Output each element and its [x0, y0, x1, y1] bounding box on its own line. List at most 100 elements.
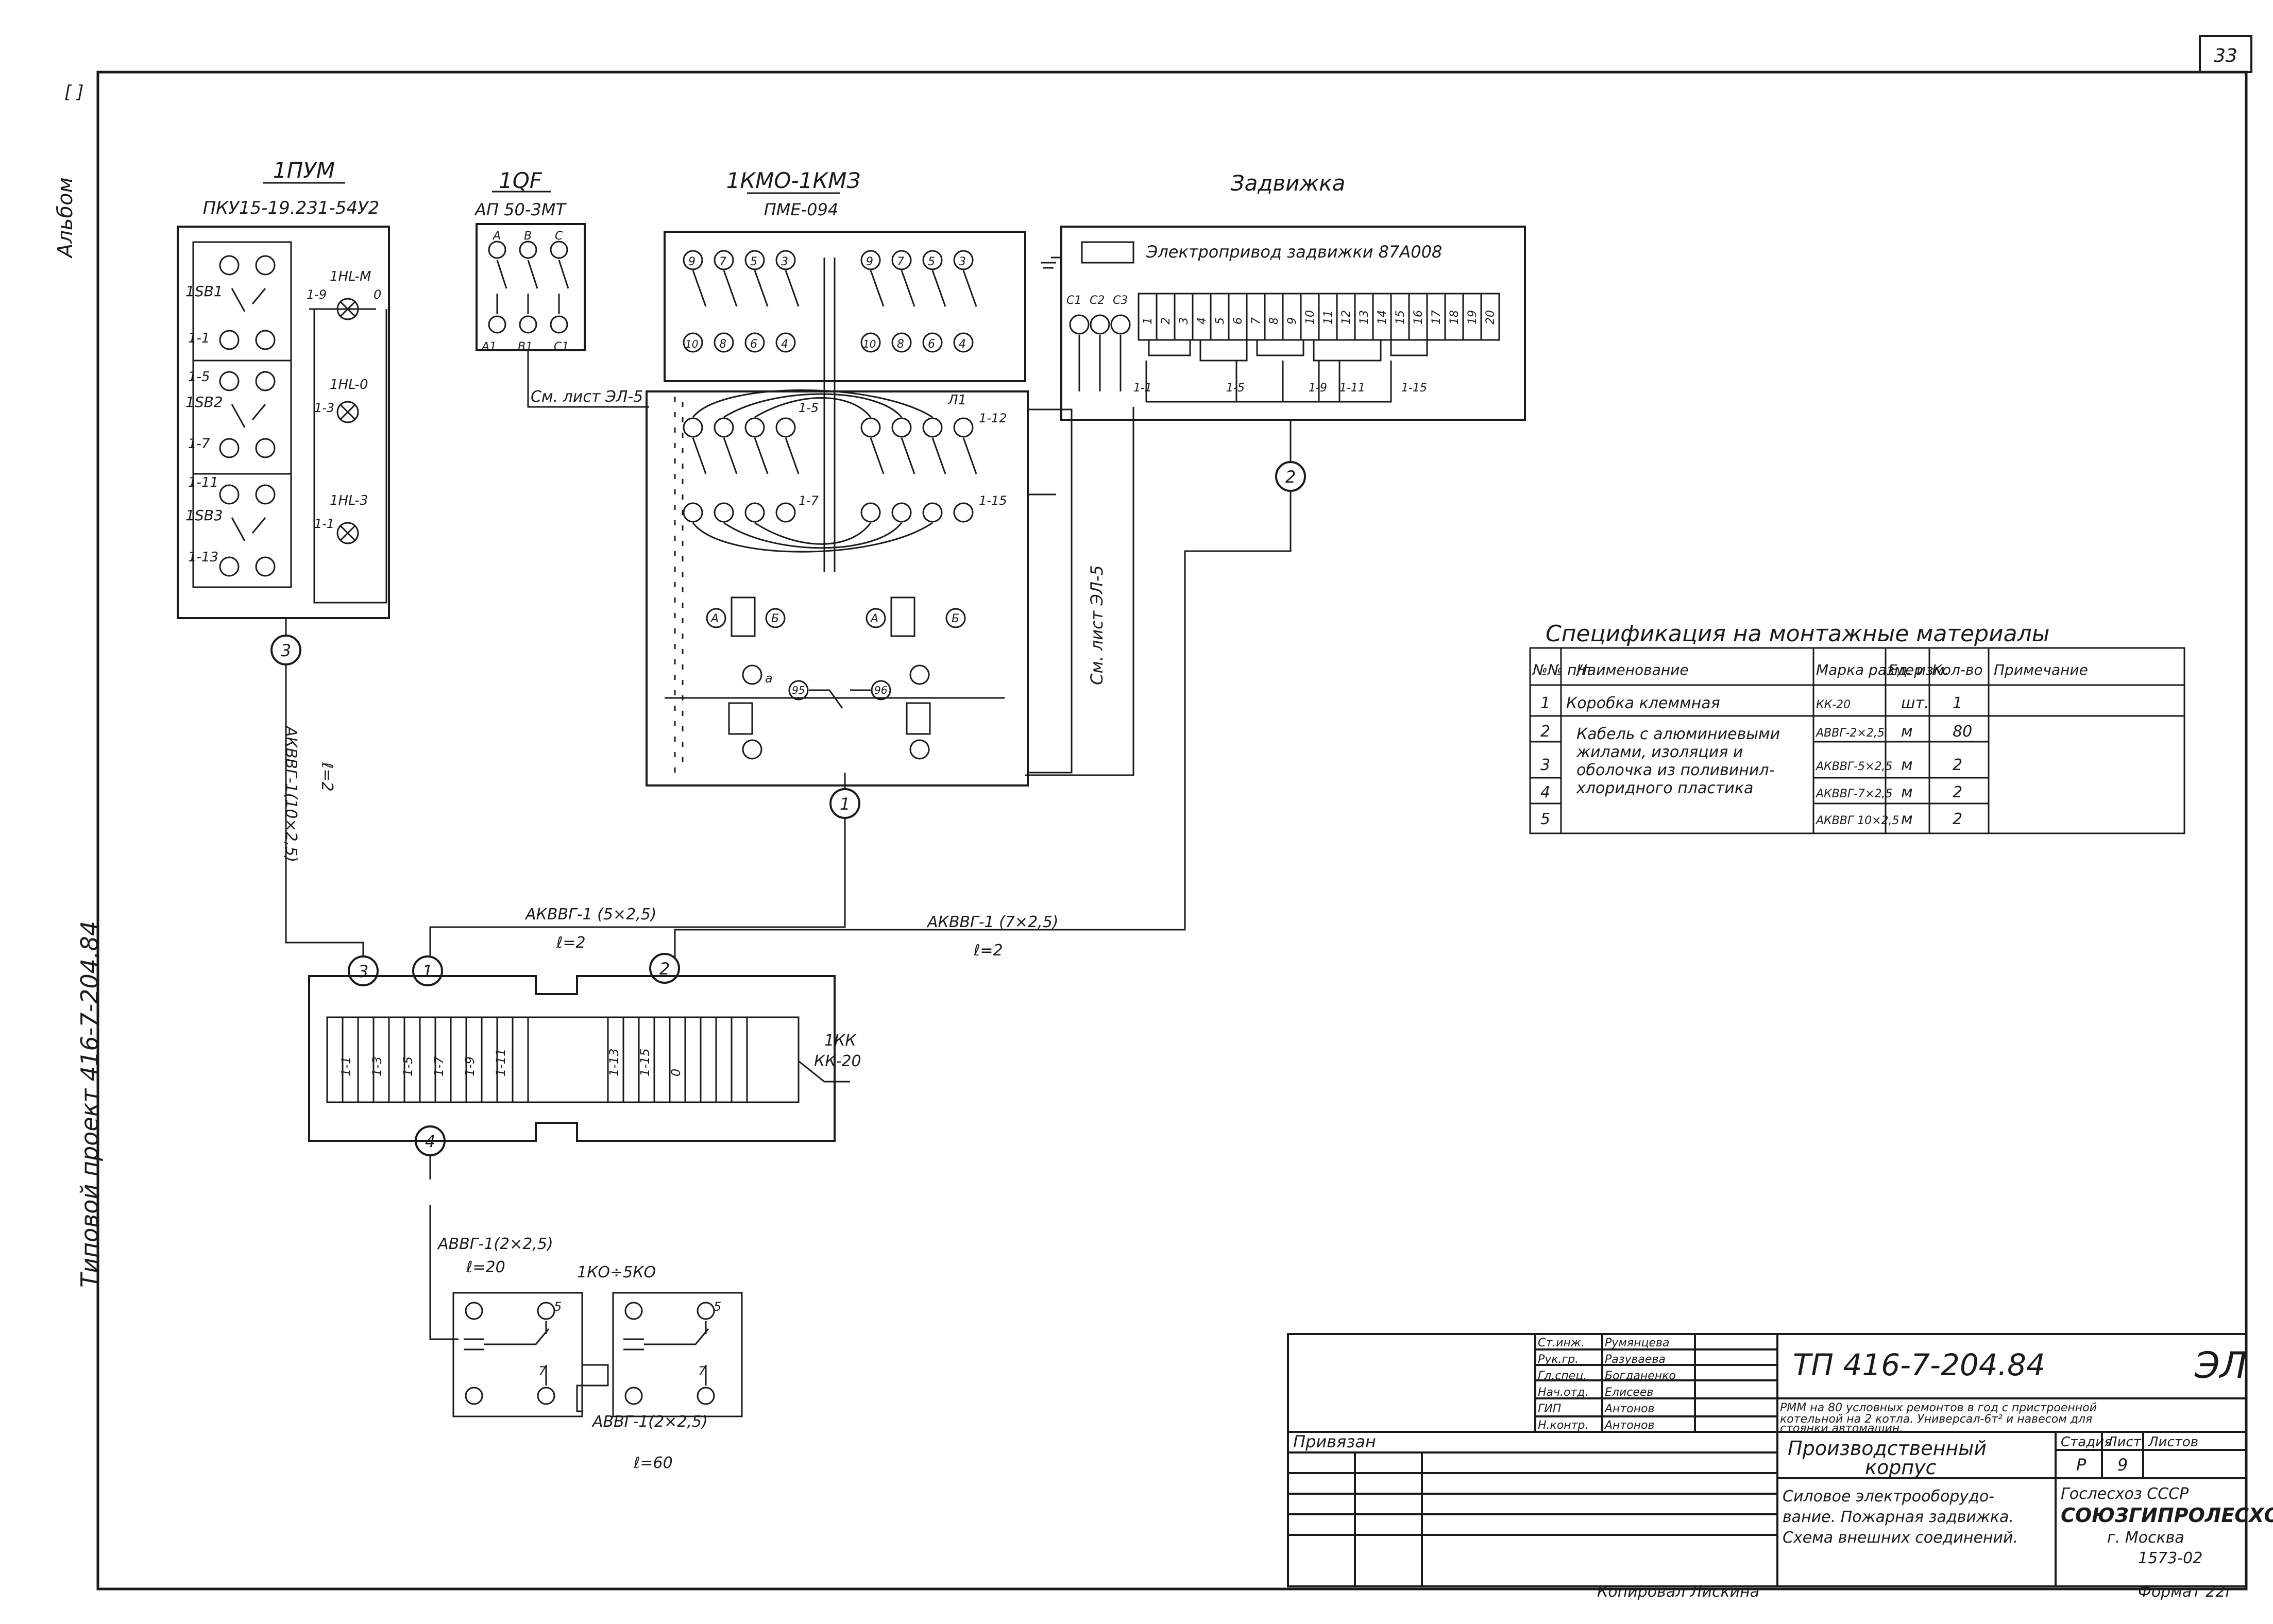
staff-name-4: Антонов: [1604, 1403, 1655, 1415]
actuator-terminal-3: 3: [1178, 317, 1191, 324]
km-bot-1: 10: [685, 338, 698, 350]
marker-1b: 1: [422, 962, 433, 981]
staff-name-2: Богданенко: [1605, 1370, 1676, 1382]
km2-top-4: 3: [959, 255, 966, 268]
spec-row-4-unit: м: [1901, 783, 1913, 801]
spec-row-2-qty: 80: [1953, 723, 1972, 741]
lamp-1hl-m-right: 0: [374, 287, 381, 302]
staff-role-3: Нач.отд.: [1538, 1386, 1589, 1399]
actuator-terminal-13: 13: [1358, 310, 1371, 324]
coil-a-right: А: [870, 612, 878, 625]
actuator-terminal-5: 5: [1214, 317, 1227, 324]
kk-terminal-6: 1-13: [607, 1049, 621, 1076]
actuator-terminal-17: 17: [1430, 310, 1443, 324]
act-wire-1-1: 1-1: [1133, 382, 1152, 395]
actuator-side-c3: С3: [1113, 294, 1128, 307]
actuator-side-c2: С2: [1090, 294, 1105, 307]
staff-role-0: Ст.инж.: [1538, 1337, 1585, 1349]
spec-cable-desc-2: жилами, изоляция и: [1576, 743, 1743, 761]
pum-term-2: 1-5: [188, 369, 210, 385]
kk-terminal-1: 1-3: [370, 1056, 384, 1076]
spec-row-4-qty: 2: [1953, 783, 1962, 801]
actuator-terminal-9: 9: [1286, 317, 1299, 324]
spec-table: Спецификация на монтажные материалы №№ п…: [1529, 621, 2185, 834]
spec-row-4-num: 4: [1540, 783, 1550, 801]
lamp-1hl-0: 1HL-0: [330, 377, 368, 392]
drawing-line-3: Схема внешних соединений.: [1783, 1529, 2018, 1547]
title-block: Привязан Ст.инж.РумянцеваРук.гр.Разуваев…: [1287, 1333, 2273, 1587]
spec-row-5-qty: 2: [1953, 810, 1962, 828]
km-top-4: 3: [781, 255, 788, 268]
kk-terminal-8: 0: [669, 1069, 683, 1076]
contactor-model: ПМЕ-094: [764, 200, 839, 219]
km-label-a: а: [765, 671, 773, 686]
actuator-terminal-6: 6: [1232, 317, 1245, 324]
post1-term-5: 5: [554, 1300, 562, 1314]
panel-1pum-name: 1ПУМ: [273, 158, 335, 183]
page-number-box: [2199, 35, 2252, 73]
cable-c2-label: АКВВГ-1 (7×2,5): [926, 913, 1059, 931]
coil-a-left: А: [710, 612, 719, 625]
km2-bot-1: 10: [863, 338, 876, 350]
km-label-1-12: 1-12: [979, 411, 1007, 425]
marker-3a: 3: [281, 641, 291, 660]
button-1sb1: 1SB1: [185, 283, 223, 300]
staff-name-1: Разуваева: [1605, 1353, 1666, 1366]
lamp-1hl-m-left: 1-9: [307, 287, 327, 302]
actuator-terminal-7: 7: [1250, 317, 1263, 324]
actuator-terminal-4: 4: [1196, 317, 1209, 324]
terminal-box-model: КК-20: [814, 1052, 861, 1070]
actuator-side-c1: С1: [1066, 294, 1081, 307]
lamp-1hl-m: 1HL-M: [330, 269, 371, 284]
actuator-terminal-10: 10: [1304, 310, 1317, 324]
org-line-1: Гослесхоз СССР: [2061, 1485, 2189, 1503]
org-line-2: СОЮЗГИПРОЛЕСХОЗ: [2061, 1504, 2273, 1527]
drawing-line-2: вание. Пожарная задвижка.: [1783, 1508, 2014, 1526]
desc-line-1: РММ на 80 условных ремонтов в год с прис…: [1780, 1401, 2097, 1414]
cable-c1-label: АКВВГ-1 (5×2,5): [524, 905, 657, 924]
spec-header-5: Примечание: [1994, 661, 2088, 678]
pum-term-5: 1-13: [188, 550, 218, 565]
spec-row-2-mark: АВВГ-2×2,5: [1815, 727, 1885, 740]
qf-bot-a1: А1: [481, 340, 497, 353]
km-label-1-5: 1-5: [799, 401, 819, 415]
cable-c4-len: ℓ=20: [466, 1258, 505, 1276]
spec-row-1-name: Коробка клеммная: [1566, 694, 1720, 712]
kk-terminal-2: 1-5: [401, 1056, 415, 1076]
spec-row-1-num: 1: [1540, 694, 1550, 712]
sheets-header: Листов: [2148, 1434, 2198, 1450]
spec-cable-desc-1: Кабель с алюминиевыми: [1576, 725, 1780, 743]
coil-b-left: Б: [771, 612, 779, 625]
act-wire-1-9: 1-9: [1309, 382, 1327, 395]
title-code: ТП 416-7-204.84: [1793, 1347, 2045, 1382]
spec-header-3: Ед. изм.: [1888, 661, 1949, 678]
qf-top-c: С: [555, 230, 563, 243]
actuator-terminal-20: 20: [1484, 310, 1497, 324]
staff-name-0: Румянцева: [1605, 1337, 1669, 1349]
coil-b-right: Б: [952, 612, 959, 625]
km-label-1-7: 1-7: [799, 493, 819, 508]
corner-mark: [ ]: [64, 82, 83, 102]
act-wire-1-15: 1-15: [1401, 382, 1427, 395]
spec-row-5-unit: м: [1901, 810, 1913, 828]
actuator-title: Задвижка: [1231, 170, 1346, 196]
doc-number: 1573-02: [2138, 1549, 2202, 1567]
pum-term-1: 1-1: [188, 331, 210, 346]
km-top-1: 9: [688, 255, 696, 268]
spec-row-1-unit: шт.: [1901, 694, 1929, 712]
km2-bot-2: 8: [897, 338, 904, 351]
spec-cable-desc-4: хлоридного пластика: [1576, 779, 1753, 797]
actuator-terminal-16: 16: [1412, 310, 1425, 324]
cable-routes: [285, 407, 1292, 1412]
cable-c3-len: ℓ=2: [318, 762, 336, 792]
spec-row-4-mark: АКВВГ-7×2,5: [1815, 788, 1892, 800]
sheet-value: 9: [2117, 1455, 2128, 1475]
spec-header-4: Кол-во: [1932, 661, 1983, 678]
staff-role-2: Гл.спец.: [1538, 1370, 1587, 1382]
actuator-terminal-1: 1: [1142, 317, 1155, 324]
km-bot-3: 6: [750, 338, 757, 351]
panel-1pum: 1ПУМ ПКУ15-19.231-54У2 1SB1 1SB2 1SB3 1-…: [177, 158, 390, 619]
desc-line-2: котельной на 2 котла. Универсал-6т² и на…: [1780, 1413, 2092, 1426]
